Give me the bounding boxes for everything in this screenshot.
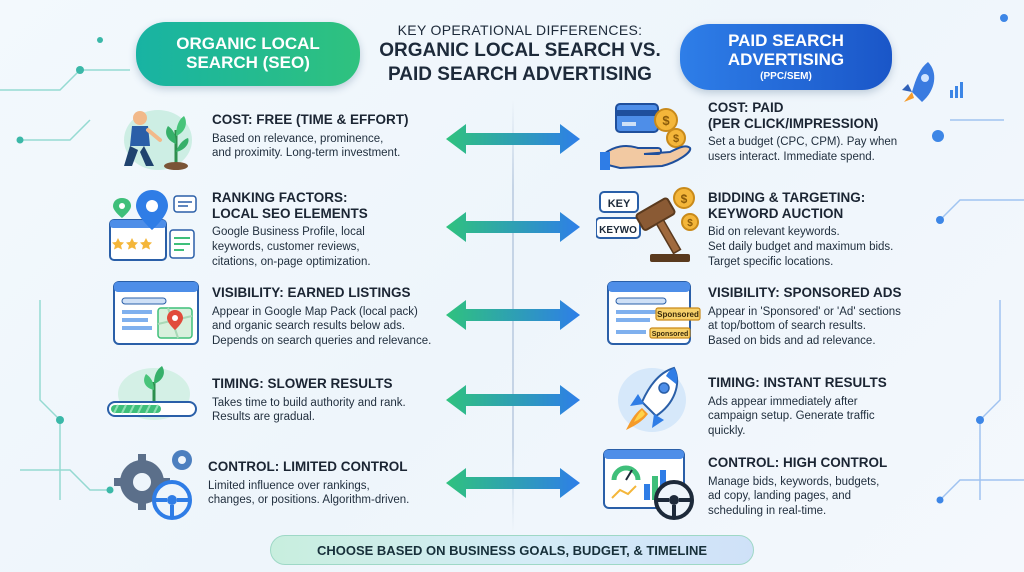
ppc-control-desc: Manage bids, keywords, budgets, ad copy,… [708, 475, 958, 520]
ppc-visibility-row: Visibility: Sponsored Ads Appear in 'Spo… [708, 285, 958, 349]
sponsored-tag-1: Sponsored [657, 310, 699, 319]
browser-map-icon [113, 281, 199, 345]
ppc-bidding-desc: Bid on relevant keywords. Set daily budg… [708, 225, 958, 270]
ppc-timing-desc: Ads appear immediately after campaign se… [708, 395, 958, 440]
double-arrow-icon [446, 300, 580, 330]
seo-cost-row: Cost: Free (Time & Effort) Based on rele… [212, 112, 452, 161]
ppc-cost-desc-line: users interact. Immediate spend. [708, 150, 875, 163]
map-pin-review-icon [109, 190, 197, 261]
seo-header-line2: Search (SEO) [186, 53, 310, 72]
seo-visibility-desc-line: Appear in Google Map Pack (local pack) [212, 305, 418, 318]
ppc-header-pill: Paid Search Advertising (PPC/SEM) [680, 24, 892, 90]
ppc-visibility-desc-line: at top/bottom of search results. [708, 320, 866, 333]
seo-timing-desc-line: Results are gradual. [212, 411, 315, 424]
svg-text:$: $ [687, 218, 693, 229]
dashboard-wheel-icon [603, 449, 694, 520]
double-arrow-icon [446, 468, 580, 498]
title-kicker: Key Operational Differences: [397, 22, 643, 38]
ppc-bidding-title-line: Keyword Auction [708, 205, 844, 221]
ppc-cost-title: Cost: Paid (Per Click/Impression) [708, 100, 958, 131]
ppc-header-line1: Paid Search [728, 30, 844, 50]
ppc-timing-desc-line: Ads appear immediately after [708, 395, 858, 408]
svg-text:$: $ [662, 113, 670, 128]
browser-sponsored-icon: Sponsored Sponsored [607, 281, 701, 345]
ppc-control-desc-line: Manage bids, keywords, budgets, [708, 475, 880, 488]
ppc-control-desc-line: scheduling in real-time. [708, 505, 827, 518]
ppc-bidding-row: Bidding & Targeting: Keyword Auction Bid… [708, 190, 958, 270]
hand-coins-icon: $ $ [600, 103, 692, 170]
seo-ranking-title-line: Local SEO Elements [212, 205, 368, 221]
progress-sprout-icon [107, 366, 197, 420]
seo-ranking-title: Ranking Factors: Local SEO Elements [212, 190, 452, 221]
double-arrow-icon [446, 212, 580, 242]
seo-ranking-desc-line: keywords, customer reviews, [212, 240, 360, 253]
ppc-control-desc-line: ad copy, landing pages, and [708, 490, 852, 503]
ppc-visibility-desc-line: Based on bids and ad relevance. [708, 335, 876, 348]
ppc-timing-desc-line: quickly. [708, 425, 746, 438]
keyword-tag-2: KEYWO [599, 225, 637, 236]
sponsored-tag-2: Sponsored [652, 331, 689, 338]
ppc-visibility-desc: Appear in 'Sponsored' or 'Ad' sections a… [708, 305, 958, 350]
seo-timing-desc-line: Takes time to build authority and rank. [212, 396, 406, 409]
ppc-cost-desc: Set a budget (CPC, CPM). Pay when users … [708, 135, 958, 165]
gavel-keyword-icon: KEY KEYWO $ $ [596, 187, 699, 262]
ppc-cost-title-line: Cost: Paid [708, 100, 784, 115]
seo-ranking-title-line: Ranking Factors: [212, 190, 348, 205]
ppc-visibility-desc-line: Appear in 'Sponsored' or 'Ad' sections [708, 305, 901, 318]
seo-ranking-desc-line: Google Business Profile, local [212, 226, 365, 239]
seo-header-line1: Organic Local [176, 34, 320, 54]
seo-visibility-desc-line: Depends on search queries and relevance. [212, 335, 432, 348]
seo-timing-row: Timing: Slower Results Takes time to bui… [212, 376, 462, 425]
seo-control-title: Control: Limited Control [208, 459, 408, 474]
ppc-bidding-desc-line: Set daily budget and maximum bids. [708, 240, 894, 253]
footer-banner: Choose based on business goals, budget, … [270, 535, 754, 565]
double-arrow-icon [446, 124, 580, 154]
ppc-control-row: Control: High Control Manage bids, keywo… [708, 455, 958, 519]
gears-wheel-icon [114, 450, 192, 520]
seo-cost-desc: Based on relevance, prominence, and prox… [212, 132, 452, 162]
seo-control-desc-line: Limited influence over rankings, [208, 479, 370, 492]
seo-control-desc-line: changes, or positions. Algorithm-driven. [208, 494, 410, 507]
rocket-icon [618, 366, 686, 432]
seo-visibility-desc-line: and organic search results below ads. [212, 320, 406, 333]
double-arrow-icon [446, 385, 580, 415]
seo-ranking-desc-line: citations, on-page optimization. [212, 255, 371, 268]
ppc-cost-desc-line: Set a budget (CPC, CPM). Pay when [708, 136, 898, 149]
ppc-cost-row: Cost: Paid (Per Click/Impression) Set a … [708, 100, 958, 165]
seo-control-desc: Limited influence over rankings, changes… [208, 479, 458, 509]
ppc-bidding-title: Bidding & Targeting: Keyword Auction [708, 190, 958, 221]
seo-visibility-title: Visibility: Earned Listings [212, 285, 411, 300]
ppc-bidding-desc-line: Target specific locations. [708, 255, 834, 268]
seo-cost-desc-line: and proximity. Long-term investment. [212, 147, 401, 160]
ppc-timing-row: Timing: Instant Results Ads appear immed… [708, 375, 958, 439]
svg-text:$: $ [673, 133, 679, 145]
seo-control-row: Control: Limited Control Limited influen… [208, 459, 458, 508]
ppc-timing-desc-line: campaign setup. Generate traffic [708, 410, 875, 423]
seo-ranking-desc: Google Business Profile, local keywords,… [212, 225, 452, 270]
ppc-header-line2: Advertising [727, 49, 845, 69]
page-title: Key Operational Differences: Organic Loc… [360, 22, 680, 86]
ppc-header-sub: (PPC/SEM) [760, 71, 812, 83]
keyword-tag-1: KEY [608, 198, 631, 210]
ppc-bidding-title-line: Bidding & Targeting: [708, 190, 866, 205]
ppc-bidding-desc-line: Bid on relevant keywords. [708, 226, 840, 239]
seo-timing-title: Timing: Slower Results [212, 376, 393, 391]
seo-visibility-row: Visibility: Earned Listings Appear in Go… [212, 285, 462, 349]
seo-ranking-row: Ranking Factors: Local SEO Elements Goog… [212, 190, 452, 270]
svg-text:$: $ [681, 192, 688, 206]
ppc-visibility-title: Visibility: Sponsored Ads [708, 285, 902, 300]
seo-timing-desc: Takes time to build authority and rank. … [212, 396, 462, 426]
plant-person-icon [124, 110, 192, 170]
ppc-timing-title: Timing: Instant Results [708, 375, 887, 390]
seo-visibility-desc: Appear in Google Map Pack (local pack) a… [212, 305, 462, 350]
seo-cost-title: Cost: Free (Time & Effort) [212, 112, 409, 127]
seo-header-pill: Organic Local Search (SEO) [136, 22, 360, 86]
seo-cost-desc-line: Based on relevance, prominence, [212, 132, 384, 145]
title-line1: Organic Local Search vs. [379, 40, 661, 61]
ppc-cost-title-line: (Per Click/Impression) [708, 115, 879, 131]
ppc-control-title: Control: High Control [708, 455, 888, 470]
title-line2: Paid Search Advertising [388, 63, 652, 85]
